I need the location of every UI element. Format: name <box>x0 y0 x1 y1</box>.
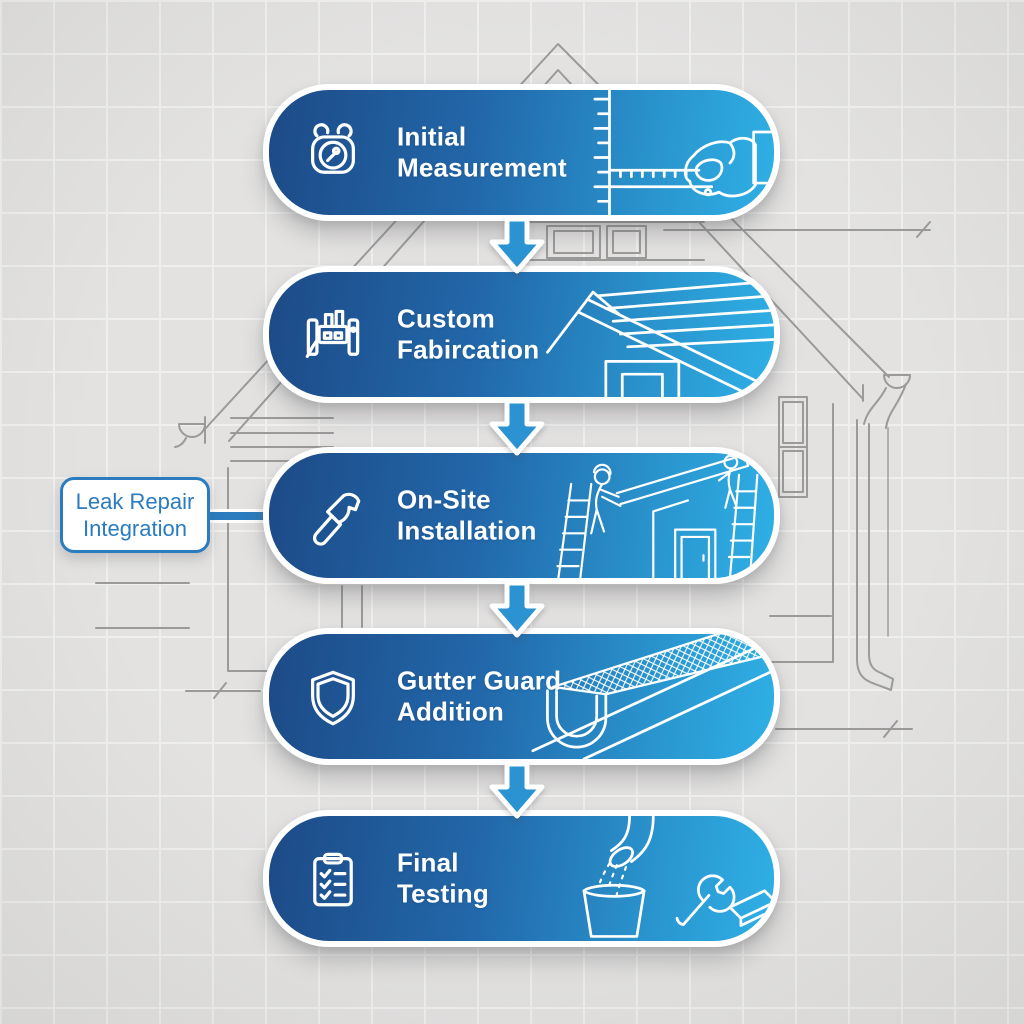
workers-on-ladders-illustration <box>556 453 759 578</box>
hand-measuring-ruler-illustration <box>593 90 774 215</box>
flow-arrow-down-icon <box>489 216 545 274</box>
step-title: Initial Measurement <box>397 120 567 183</box>
step-box-initial-measurement: Initial Measurement <box>263 84 780 221</box>
measuring-tape-icon <box>311 122 355 174</box>
step-title: Final Testing <box>397 846 489 909</box>
water-test-bucket-illustration <box>582 816 774 938</box>
hammer-icon <box>312 492 361 546</box>
fabrication-machine-icon <box>305 309 360 358</box>
step-box-gutter-guard-addition: Gutter Guard Addition <box>263 628 780 765</box>
roof-gutter-section-illustration <box>546 279 774 397</box>
shield-icon <box>311 670 355 725</box>
flow-arrow-down-icon <box>489 761 545 819</box>
gutter-mesh-guard-illustration <box>531 634 774 759</box>
flow-arrow-down-icon <box>489 580 545 638</box>
checklist-clipboard-icon <box>313 852 353 906</box>
step-title: Custom Fabircation <box>397 302 540 365</box>
callout-connector-line <box>202 512 270 520</box>
step-title: On-Site Installation <box>397 483 537 546</box>
leak-repair-callout: Leak Repair Integration <box>60 477 210 553</box>
step-title: Gutter Guard Addition <box>397 664 562 727</box>
flow-arrow-down-icon <box>489 398 545 456</box>
step-box-custom-fabrication: Custom Fabircation <box>263 266 780 403</box>
callout-label: Leak Repair Integration <box>75 488 195 542</box>
step-box-final-testing: Final Testing <box>263 810 780 947</box>
step-box-on-site-installation: On-Site Installation <box>263 447 780 584</box>
